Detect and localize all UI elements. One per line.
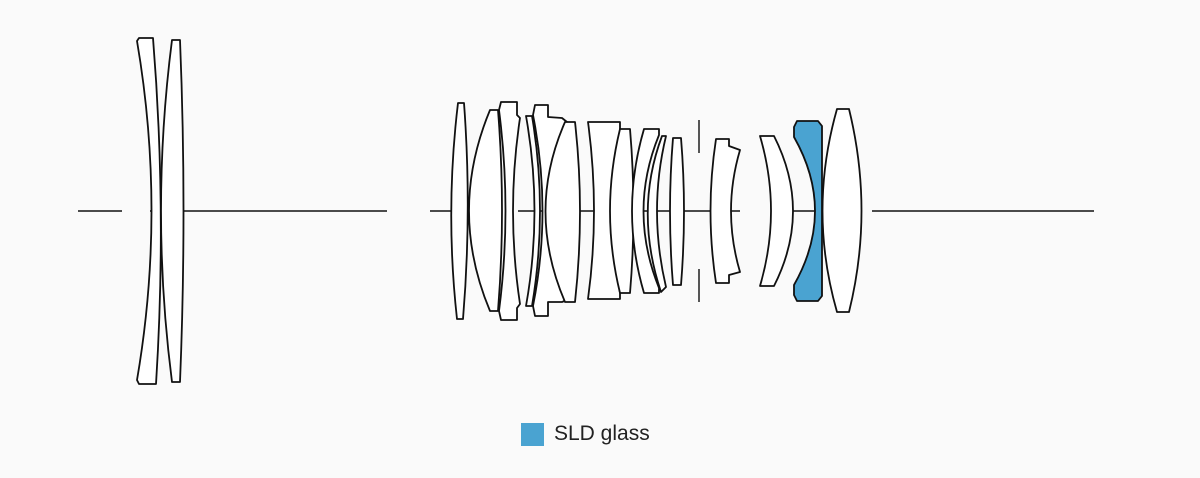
legend: SLD glass	[521, 422, 650, 446]
sld-glass-element	[793, 120, 823, 302]
lens-element-8	[544, 121, 581, 303]
lens-element-4	[468, 109, 503, 312]
lens-element-6	[525, 115, 541, 307]
lens-element-5	[498, 101, 521, 321]
lens-element-1	[136, 37, 162, 385]
lens-element-10	[609, 128, 635, 294]
lens-element-12	[646, 135, 667, 293]
legend-label-sld-glass: SLD glass	[554, 422, 650, 445]
lens-element-14	[709, 138, 741, 284]
lens-element-13	[669, 137, 685, 286]
lens-element-3	[450, 102, 469, 320]
lens-element-2	[160, 39, 185, 383]
sld-glass-swatch	[521, 422, 544, 446]
lens-element-15	[759, 135, 794, 287]
lens-element-17	[821, 108, 863, 313]
